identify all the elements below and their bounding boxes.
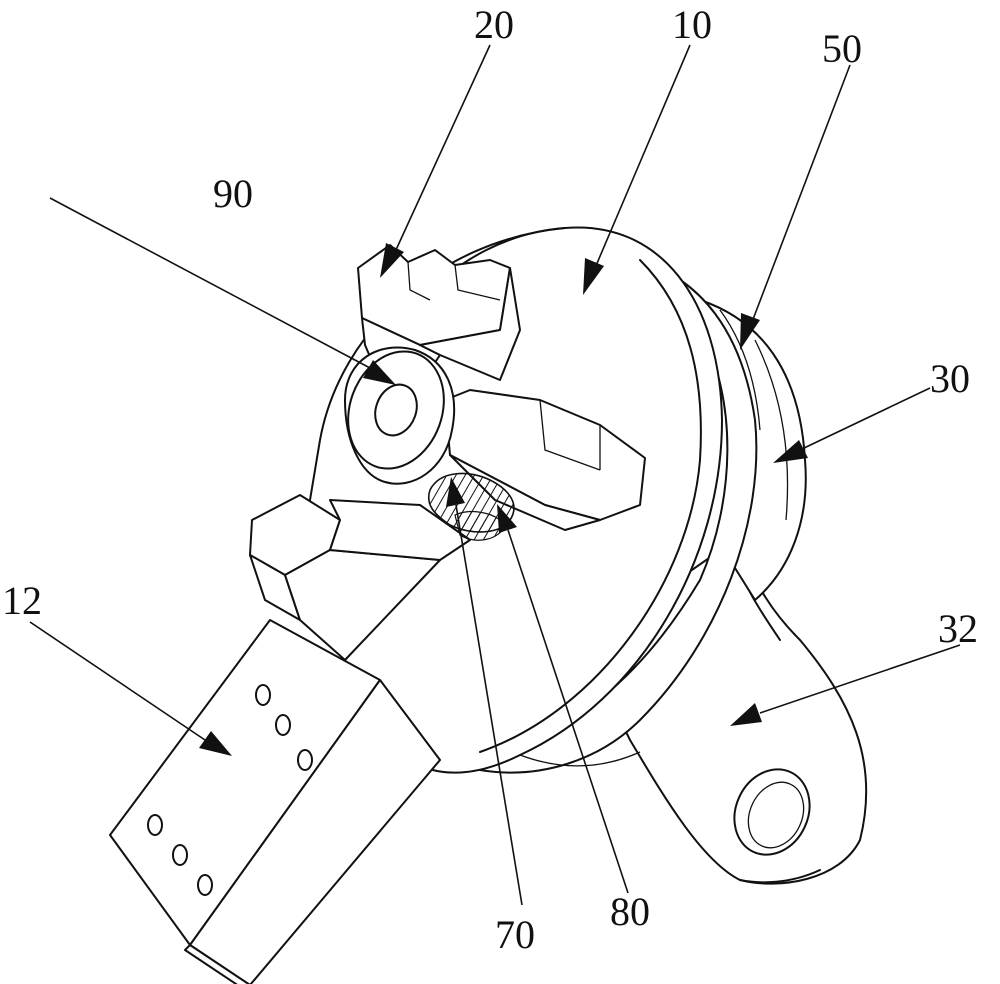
reference-labels: 20 10 50 90 30 12 32 70 80 [2,2,978,957]
arm-holes [147,684,313,896]
lower-jaw [249,494,471,661]
label-50: 50 [822,26,862,71]
sliding-arm [109,619,441,984]
bracket-hole [733,768,811,856]
label-30: 30 [930,356,970,401]
label-80: 80 [610,889,650,934]
label-12: 12 [2,578,42,623]
label-20: 20 [474,2,514,47]
leader-lines [29,44,961,906]
label-90: 90 [213,171,253,216]
bushing [344,346,456,485]
label-32: 32 [938,606,978,651]
label-10: 10 [672,2,712,47]
label-70: 70 [495,912,535,957]
